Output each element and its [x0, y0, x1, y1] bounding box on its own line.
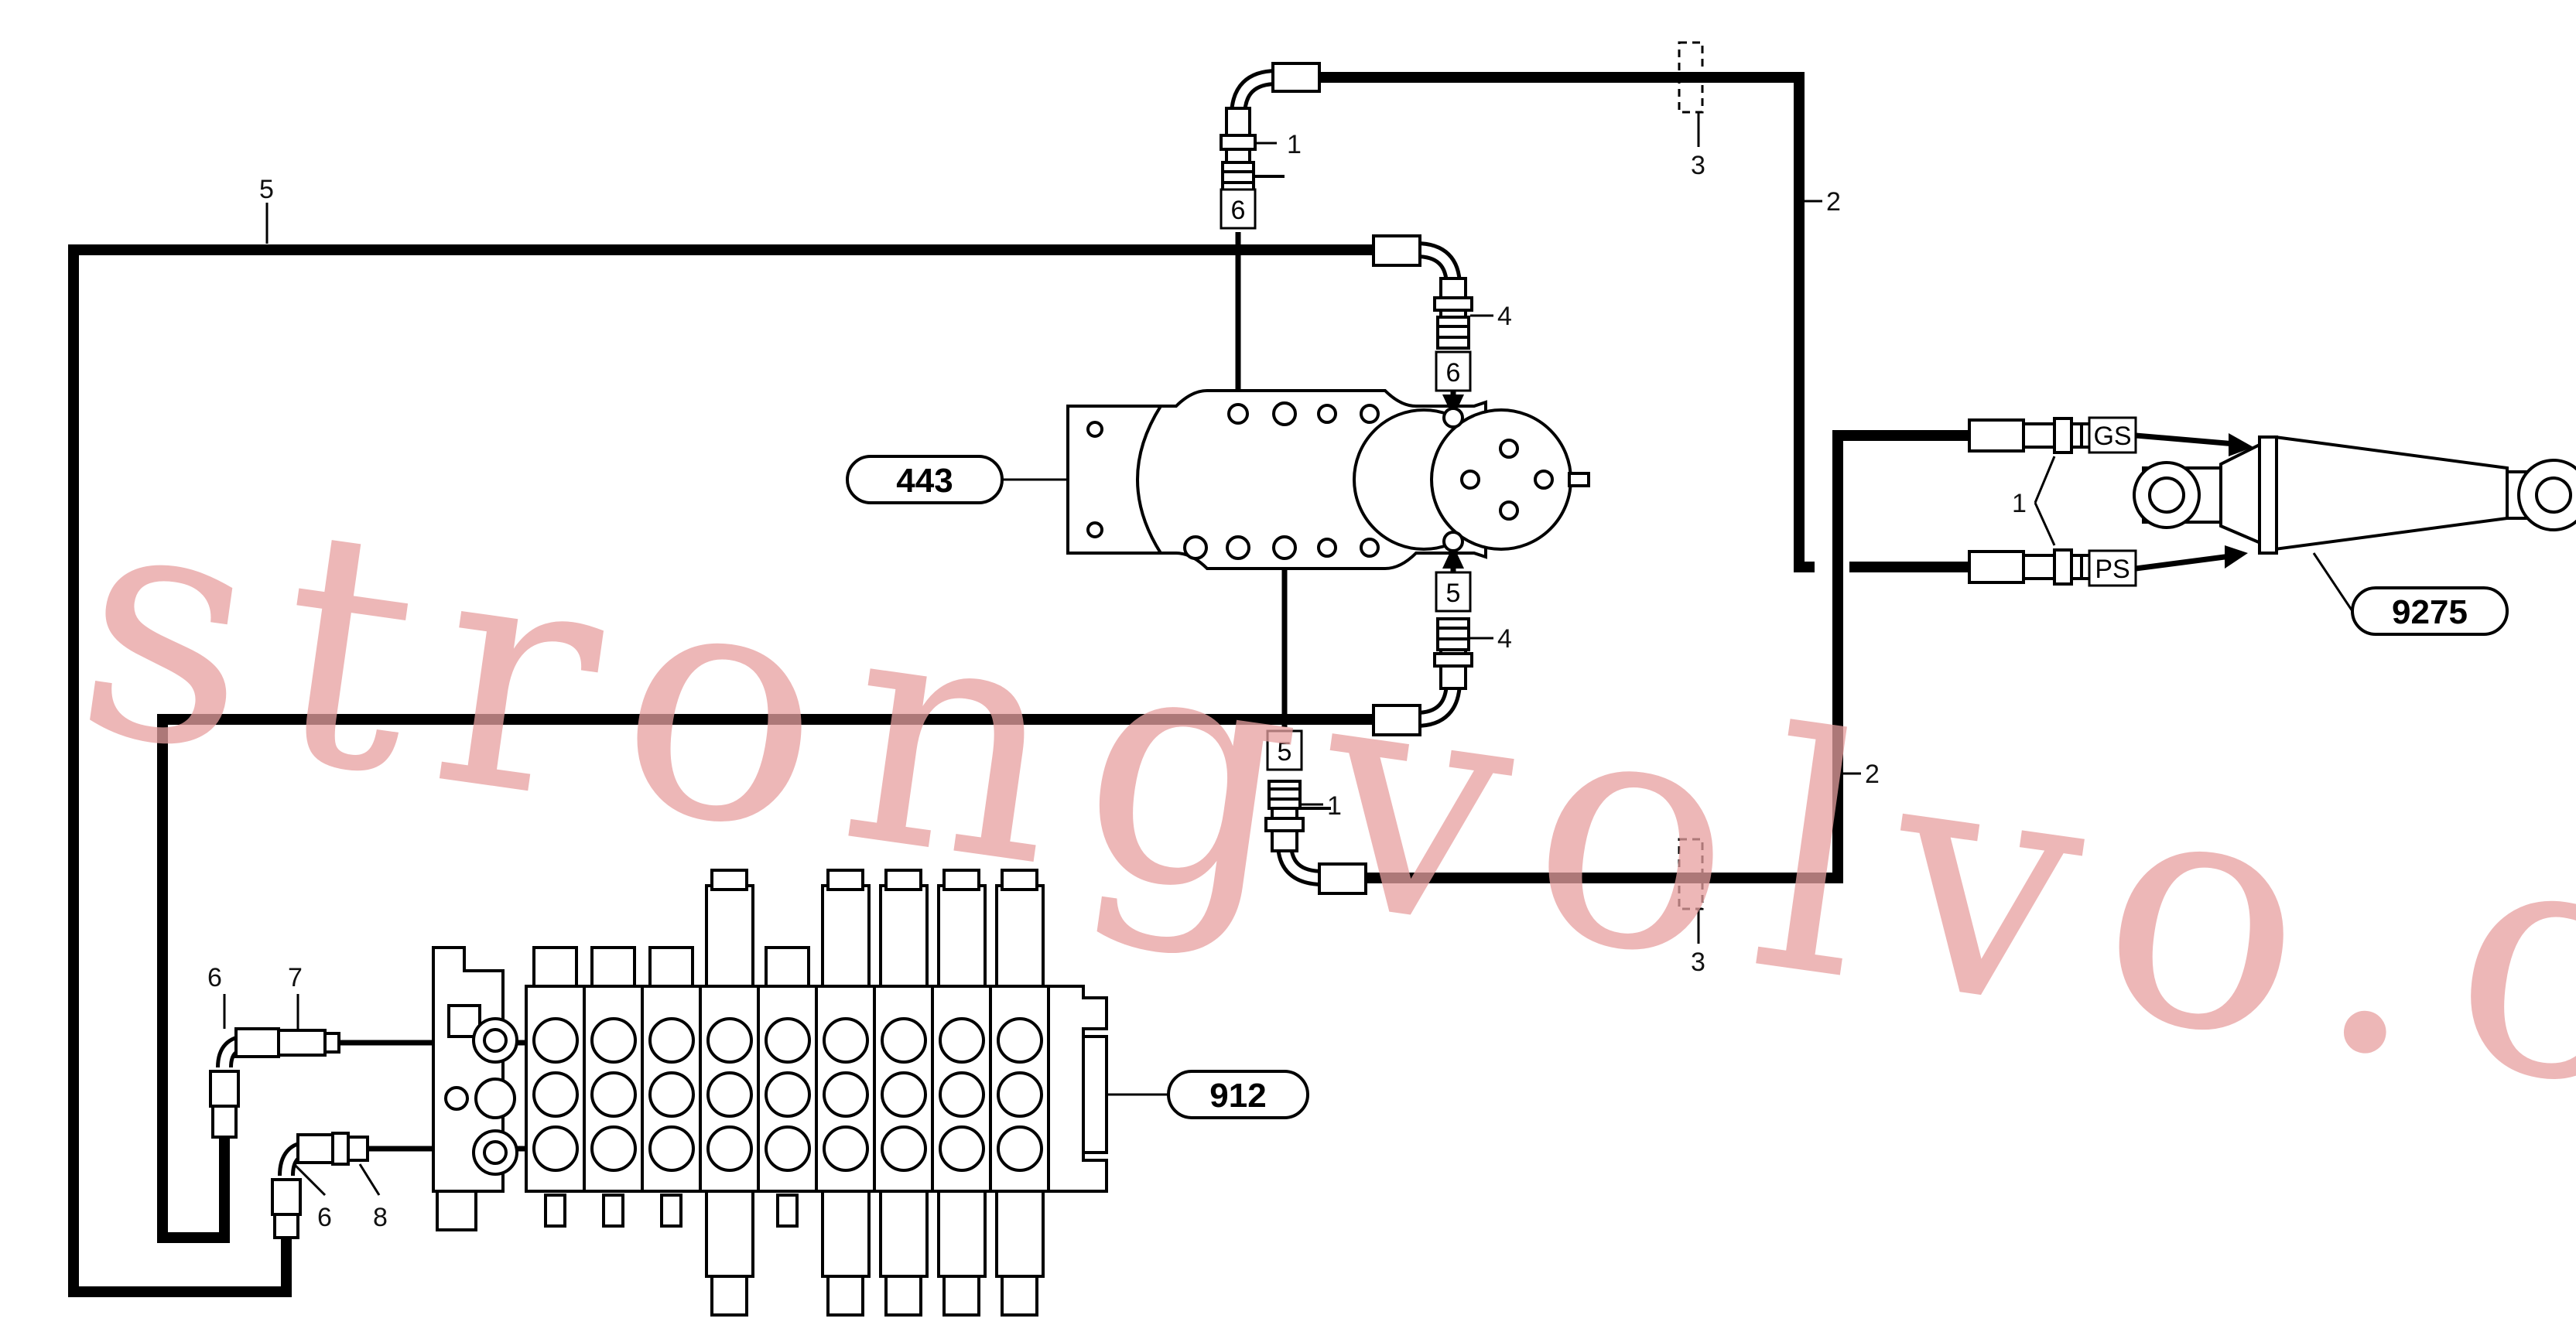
item-4-lower: 4	[1497, 624, 1512, 654]
fittings	[209, 62, 2096, 1239]
port-tag-top: 6	[1231, 196, 1246, 225]
port-tag-bottom: 5	[1278, 737, 1292, 767]
item-6-lower: 6	[317, 1203, 332, 1232]
callout-9275-oval	[2351, 586, 2509, 636]
hose-lines	[68, 72, 1973, 1297]
item-1-bottom: 1	[1327, 791, 1342, 821]
callout-912: 912	[1209, 1077, 1266, 1115]
item-5-left: 5	[259, 175, 274, 204]
item-3-top: 3	[1691, 151, 1705, 180]
pilot-ps	[2135, 552, 2237, 572]
item-7: 7	[288, 963, 303, 992]
port-tag-boxes	[1220, 188, 2137, 771]
callout-443-oval	[846, 455, 1004, 504]
hose-2-lower	[1362, 430, 1973, 883]
cylinder-9275	[2133, 435, 2576, 555]
leader-lines	[223, 112, 2354, 1197]
pilot-lines	[329, 232, 2245, 1152]
port-tag-pump-bottom: 5	[1446, 579, 1461, 608]
hose-2-upper	[1315, 72, 1815, 572]
item-3-bottom: 3	[1691, 948, 1705, 977]
item-2-lower: 2	[1865, 760, 1880, 789]
item-1-cylinder: 1	[2012, 489, 2027, 518]
arrow-cyl-ps	[2225, 545, 2248, 569]
hose-5-outer	[68, 244, 1377, 1297]
pilot-gs	[2135, 432, 2245, 448]
callout-ovals	[846, 455, 2509, 1119]
clamps	[1678, 41, 1704, 910]
item-4-upper: 4	[1497, 302, 1512, 331]
clamp-bottom	[1678, 838, 1704, 910]
item-1-top: 1	[1287, 130, 1302, 159]
item-2-upper: 2	[1826, 187, 1841, 217]
port-tag-gs: GS	[2093, 422, 2131, 451]
hose-inner	[157, 714, 1377, 1243]
callout-9275: 9275	[2392, 593, 2468, 631]
port-tag-ps: PS	[2095, 555, 2130, 584]
clamp-top	[1678, 41, 1704, 114]
item-8: 8	[373, 1203, 388, 1232]
item-6-upper: 6	[207, 963, 222, 992]
arrow-pump-bottom-right	[1442, 545, 1464, 569]
callout-443: 443	[896, 462, 953, 500]
nut-top-right	[1271, 62, 1321, 93]
pump-443	[1066, 389, 1590, 570]
callout-912-oval	[1167, 1070, 1309, 1119]
port-tag-pump-top: 6	[1446, 358, 1461, 388]
control-valve-912	[432, 869, 1108, 1317]
arrow-cyl-gs	[2229, 433, 2253, 456]
